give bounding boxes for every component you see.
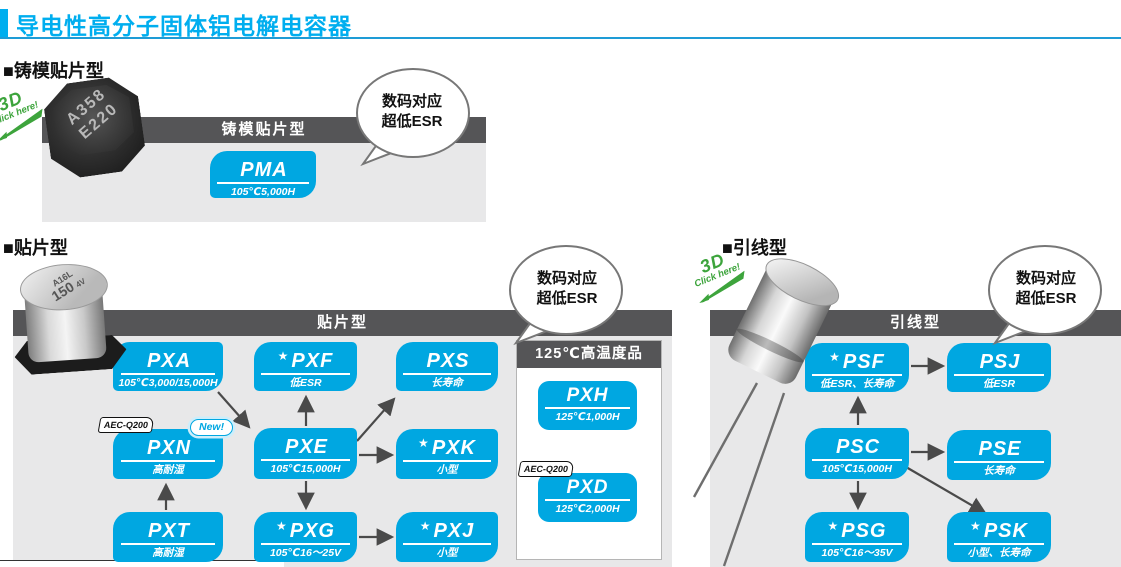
product-spec: 长寿命 xyxy=(431,377,463,389)
product-spec: 低ESR xyxy=(982,378,1016,390)
product-pxs[interactable]: PXS 长寿命 xyxy=(396,342,498,391)
product-spec: 低ESR、长寿命 xyxy=(819,378,895,390)
callout-bubble-lead: 数码对应 超低ESR xyxy=(981,243,1111,347)
product-pma[interactable]: PMA 105℃5,000H xyxy=(210,151,316,198)
product-spec: 长寿命 xyxy=(983,465,1015,477)
panel-high-temp-header: 125℃高温度品 xyxy=(517,341,661,368)
3d-arrow-icon xyxy=(699,270,745,303)
product-psf[interactable]: ★PSF 低ESR、长寿命 xyxy=(805,343,909,392)
star-icon: ★ xyxy=(277,349,290,363)
page-title: 导电性高分子固体铝电解电容器 xyxy=(16,13,352,39)
section-heading-lead: ■引线型 xyxy=(722,238,787,258)
product-spec: 105℃16～35V xyxy=(821,547,893,559)
3d-click-here-badge[interactable]: 3D Click here! xyxy=(680,244,757,311)
product-name: PMA xyxy=(240,159,288,181)
star-icon: ★ xyxy=(970,519,982,533)
product-spec: 105℃3,000/15,000H xyxy=(118,377,218,389)
product-psj[interactable]: PSJ 低ESR xyxy=(947,343,1051,392)
product-spec: 小型 xyxy=(436,464,458,476)
callout-bubble-molded: 数码对应 超低ESR xyxy=(347,66,477,170)
aec-q200-tag: AEC-Q200 xyxy=(517,461,575,477)
product-psc[interactable]: PSC 105℃15,000H xyxy=(805,428,909,479)
product-pxk[interactable]: ★PXK 小型 xyxy=(396,429,498,479)
product-pxt[interactable]: PXT 高耐湿 xyxy=(113,512,223,562)
smd-capacitor-photo: A16L 150 4V xyxy=(8,252,128,382)
product-pxh[interactable]: PXH 125℃1,000H xyxy=(538,381,637,430)
title-accent-bar xyxy=(0,9,8,38)
star-icon: ★ xyxy=(829,350,841,364)
product-psk[interactable]: ★PSK 小型、长寿命 xyxy=(947,512,1051,562)
product-pxd[interactable]: PXD 125℃2,000H xyxy=(538,473,637,522)
callout-bubble-chip: 数码对应 超低ESR xyxy=(502,243,632,347)
product-pse[interactable]: PSE 长寿命 xyxy=(947,430,1051,480)
aec-q200-tag: AEC-Q200 xyxy=(97,417,155,433)
product-spec: 125℃2,000H xyxy=(555,503,620,515)
section-heading-molded: ■铸模贴片型 xyxy=(3,61,104,81)
product-spec: 125℃1,000H xyxy=(555,411,620,423)
product-spec: 105℃16～25V xyxy=(269,547,342,559)
product-spec: 105℃5,000H xyxy=(230,186,296,198)
product-pxn[interactable]: PXN 高耐湿 xyxy=(113,429,223,479)
product-spec: 高耐湿 xyxy=(152,547,184,559)
product-spec: 小型、长寿命 xyxy=(967,547,1031,559)
3d-arrow-icon xyxy=(0,108,43,141)
section-heading-chip: ■贴片型 xyxy=(3,238,68,258)
3d-click-here-badge[interactable]: 3D Click here! xyxy=(0,82,54,149)
product-spec: 高耐湿 xyxy=(152,464,184,476)
product-spec: 低ESR xyxy=(289,377,322,389)
product-pxe[interactable]: PXE 105℃15,000H xyxy=(254,428,357,479)
chip-body: A358 E220 xyxy=(41,74,148,181)
new-tag: New! xyxy=(190,419,234,436)
product-pxa[interactable]: PXA 105℃3,000/15,000H xyxy=(113,342,223,391)
star-icon: ★ xyxy=(418,436,430,450)
title-underline xyxy=(0,37,1121,39)
star-icon: ★ xyxy=(275,519,288,533)
product-pxf[interactable]: ★PXF 低ESR xyxy=(254,342,357,391)
product-spec: 105℃15,000H xyxy=(822,463,892,475)
product-pxj[interactable]: ★PXJ 小型 xyxy=(396,512,498,562)
star-icon: ★ xyxy=(419,519,432,533)
product-spec: 105℃15,000H xyxy=(270,463,341,475)
product-spec: 小型 xyxy=(436,547,458,559)
product-pxg[interactable]: ★PXG 105℃16～25V xyxy=(254,512,357,562)
product-psg[interactable]: ★PSG 105℃16～35V xyxy=(805,512,909,562)
molded-chip-photo: A358 E220 xyxy=(47,80,142,175)
star-icon: ★ xyxy=(827,519,840,533)
panel-high-temp: 125℃高温度品 xyxy=(516,340,662,560)
badge-divider xyxy=(217,182,309,184)
